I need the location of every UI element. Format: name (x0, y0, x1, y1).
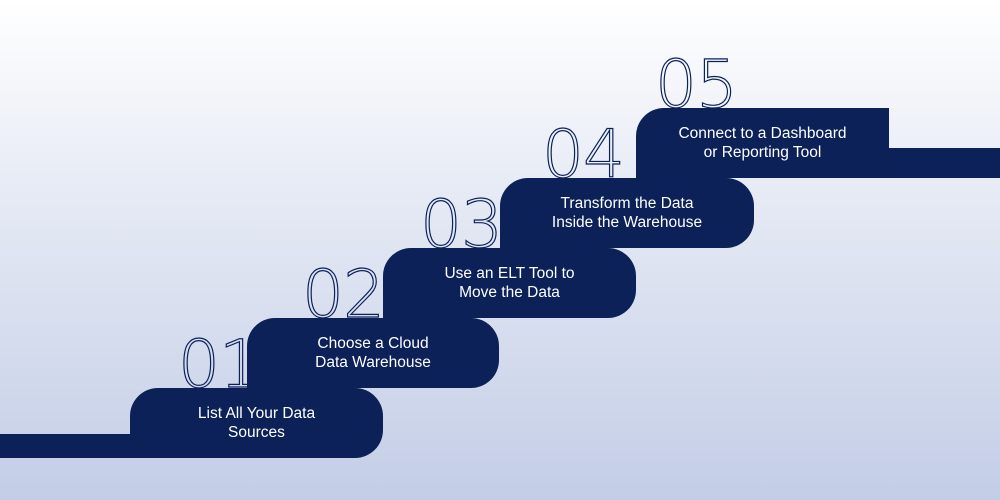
step-3-label: Use an ELT Tool to Move the Data (444, 265, 575, 301)
step-3: Use an ELT Tool to Move the Data (383, 248, 636, 318)
step-number-5: 05 (654, 46, 738, 123)
step-4: Transform the Data Inside the Warehouse (500, 178, 754, 248)
step-4-label: Transform the Data Inside the Warehouse (551, 195, 703, 231)
step-1-label: List All Your Data Sources (197, 405, 316, 441)
step-number-3: 03 (419, 186, 503, 263)
step-5-label: Connect to a Dashboard or Reporting Tool (678, 125, 847, 161)
step-number-2: 02 (301, 256, 385, 333)
step-2-label: Choose a Cloud Data Warehouse (315, 335, 431, 371)
step-number-4: 04 (541, 116, 625, 193)
baseline-rail-left (0, 434, 140, 458)
step-5: Connect to a Dashboard or Reporting Tool (636, 108, 889, 178)
step-1: List All Your Data Sources (130, 388, 383, 458)
step-2: Choose a Cloud Data Warehouse (247, 318, 499, 388)
